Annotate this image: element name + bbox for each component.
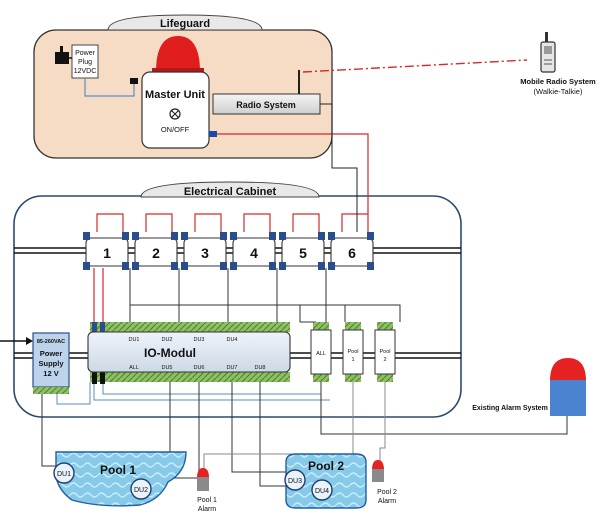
cabinet-title: Electrical Cabinet bbox=[184, 186, 277, 198]
mobile-radio-system: Mobile Radio System (Walkie-Talkie) bbox=[520, 32, 596, 96]
pool-1-du1 bbox=[53, 462, 75, 484]
pool-1: Pool 1 DU1 DU2 bbox=[53, 451, 187, 507]
power-plug-label-2: Plug bbox=[78, 59, 92, 66]
output-relays: ALL Pool 1 Pool 2 bbox=[310, 322, 396, 382]
power-plug: Power Plug 12VDC bbox=[55, 44, 99, 79]
existing-alarm-system: Existing Alarm System bbox=[472, 358, 586, 416]
relay-6-label: 6 bbox=[348, 245, 356, 261]
io-du5-label: DU5 bbox=[161, 365, 172, 371]
existing-alarm-label: Existing Alarm System bbox=[472, 405, 548, 412]
io-du2-label: DU2 bbox=[161, 337, 172, 343]
pool-1-alarm-label-2: Alarm bbox=[198, 506, 216, 513]
radio-system-label: Radio System bbox=[236, 100, 296, 110]
io-du8-label: DU8 bbox=[254, 365, 265, 371]
io-all-label: ALL bbox=[129, 365, 139, 371]
io-du6-label: DU6 bbox=[193, 365, 204, 371]
lifeguard-title: Lifeguard bbox=[160, 18, 210, 30]
io-du1-label: DU1 bbox=[128, 337, 139, 343]
power-plug-label-3: 12VDC bbox=[74, 68, 97, 75]
relay-1-label: 1 bbox=[103, 245, 111, 261]
pool-1-du2-label: DU2 bbox=[134, 487, 148, 494]
lifeguard-panel: Lifeguard Power Plug 12VDC Master Unit O… bbox=[33, 14, 528, 159]
pool-2-du3-label: DU3 bbox=[288, 478, 302, 485]
io-module: IO-Modul DU1 DU2 DU3 DU4 ALL DU5 DU6 DU7… bbox=[87, 322, 291, 384]
relay-module-2: 2 bbox=[132, 232, 178, 270]
on-off-label: ON/OFF bbox=[161, 125, 190, 134]
relay-2-label: 2 bbox=[152, 245, 160, 261]
relay-module-group: 1 2 3 4 5 6 bbox=[83, 232, 374, 270]
pool-1-du2 bbox=[130, 478, 152, 500]
pool-2-alarm-label-1: Pool 2 bbox=[377, 489, 397, 496]
relay-5-label: 5 bbox=[299, 245, 307, 261]
pool-2: Pool 2 DU3 DU4 bbox=[284, 453, 367, 509]
relay-pool1-label-2: 1 bbox=[351, 357, 354, 363]
power-supply-label-3: 12 V bbox=[43, 369, 58, 378]
io-du4-label: DU4 bbox=[226, 337, 237, 343]
io-du3-label: DU3 bbox=[193, 337, 204, 343]
on-off-switch-icon[interactable] bbox=[169, 108, 181, 120]
pool-1-title: Pool 1 bbox=[100, 463, 136, 477]
relay-pool2-label-2: 2 bbox=[383, 357, 386, 363]
relay-4-label: 4 bbox=[250, 245, 258, 261]
io-du7-label: DU7 bbox=[226, 365, 237, 371]
relay-all: ALL bbox=[310, 322, 332, 382]
relay-module-4: 4 bbox=[230, 232, 276, 270]
power-supply-label-1: Power bbox=[40, 349, 63, 358]
power-supply-input: 85-260VAC bbox=[37, 339, 65, 345]
power-supply-label-2: Supply bbox=[38, 359, 64, 368]
pool-1-du1-label: DU1 bbox=[57, 471, 71, 478]
relay-io-wires bbox=[129, 268, 401, 323]
pool-1-alarm: Pool 1 Alarm bbox=[197, 468, 217, 513]
master-unit: Master Unit ON/OFF bbox=[141, 36, 217, 149]
power-supply: 85-260VAC Power Supply 12 V bbox=[0, 332, 70, 394]
pool-1-alarm-label-1: Pool 1 bbox=[197, 497, 217, 504]
relay-module-1: 1 bbox=[83, 232, 129, 270]
relay-pool2-label-1: Pool bbox=[379, 349, 390, 355]
master-unit-label: Master Unit bbox=[145, 89, 205, 101]
relay-all-label: ALL bbox=[316, 351, 326, 357]
io-module-label: IO-Modul bbox=[144, 346, 196, 360]
pool-2-du4 bbox=[311, 479, 333, 501]
mobile-radio-title: Mobile Radio System bbox=[520, 77, 596, 86]
relay-module-6: 6 bbox=[328, 232, 374, 270]
mobile-radio-subtitle: (Walkie-Talkie) bbox=[534, 87, 583, 96]
pool-2-title: Pool 2 bbox=[308, 459, 344, 473]
relay-pool-1: Pool 1 bbox=[342, 322, 364, 382]
pool-2-alarm-label-2: Alarm bbox=[378, 498, 396, 505]
pool-2-du4-label: DU4 bbox=[315, 488, 329, 495]
radio-feed-wire bbox=[320, 103, 358, 232]
relay-pool-2: Pool 2 bbox=[374, 322, 396, 382]
relay-3-label: 3 bbox=[201, 245, 209, 261]
relay-pool1-label-1: Pool bbox=[347, 349, 358, 355]
relay-bridges bbox=[93, 133, 369, 322]
relay-module-5: 5 bbox=[279, 232, 325, 270]
pool-2-du3 bbox=[284, 469, 306, 491]
pool-2-alarm: Pool 2 Alarm bbox=[372, 460, 397, 505]
power-plug-label-1: Power bbox=[75, 50, 96, 57]
relay-module-3: 3 bbox=[181, 232, 227, 270]
